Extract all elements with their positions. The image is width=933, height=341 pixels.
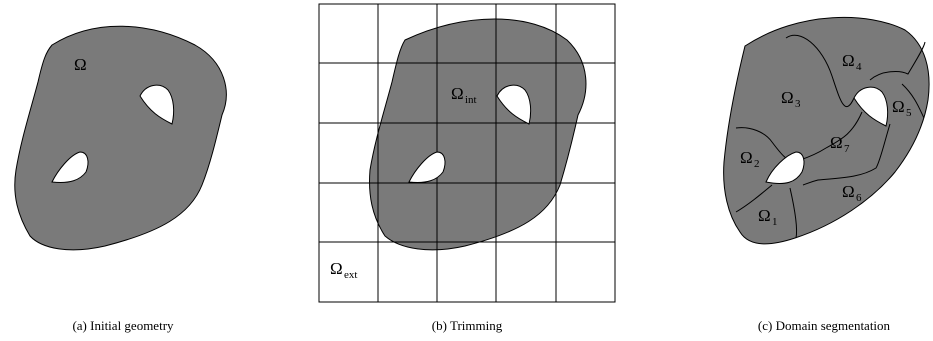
omega-ext-subscript: ext <box>344 269 357 281</box>
panel-a: Ω (a) Initial geometry <box>14 25 227 333</box>
svg-text:4: 4 <box>856 61 862 73</box>
hole-lower <box>408 151 446 183</box>
omega-ext-symbol: Ω <box>330 259 343 278</box>
caption-a: (a) Initial geometry <box>72 318 174 333</box>
background-grid <box>318 3 616 303</box>
svg-text:Ω: Ω <box>781 88 794 107</box>
subdomain-label-1: Ω 1 <box>758 206 778 228</box>
svg-text:Ω: Ω <box>892 97 905 116</box>
svg-text:1: 1 <box>772 216 778 228</box>
omega-int-symbol: Ω <box>451 84 464 103</box>
hole-right <box>853 86 889 127</box>
panel-c: Ω 1 Ω 2 Ω 3 Ω 4 Ω 5 Ω 6 Ω 7 (c) Domain s… <box>723 16 930 333</box>
omega-int-subscript: int <box>465 94 477 106</box>
svg-text:Ω: Ω <box>740 148 753 167</box>
svg-text:3: 3 <box>795 98 801 110</box>
omega-label: Ω <box>74 55 87 74</box>
panel-b: Ω int Ω ext (b) Trimming <box>318 3 616 333</box>
trimmed-region <box>369 18 587 251</box>
subdomain-label-3: Ω 3 <box>781 88 801 110</box>
subdomain-label-4: Ω 4 <box>842 51 862 73</box>
hole-upper <box>496 84 532 125</box>
subdomain-label-5: Ω 5 <box>892 97 912 119</box>
segmented-region <box>723 16 930 245</box>
subdomain-label-2: Ω 2 <box>740 148 760 170</box>
subdomain-label-6: Ω 6 <box>842 182 862 204</box>
svg-text:Ω: Ω <box>842 182 855 201</box>
svg-text:Ω: Ω <box>842 51 855 70</box>
subdomain-label-7: Ω 7 <box>830 133 850 155</box>
svg-text:2: 2 <box>754 158 760 170</box>
svg-text:Ω: Ω <box>830 133 843 152</box>
svg-text:Ω: Ω <box>758 206 771 225</box>
svg-text:5: 5 <box>906 107 912 119</box>
segmentation-boundaries <box>735 34 926 239</box>
caption-c: (c) Domain segmentation <box>758 318 891 333</box>
svg-text:7: 7 <box>844 143 850 155</box>
hole-upper <box>139 84 175 125</box>
hole-center <box>765 151 805 185</box>
caption-b: (b) Trimming <box>432 318 503 333</box>
svg-text:6: 6 <box>856 192 862 204</box>
hole-lower <box>51 151 89 183</box>
initial-geometry-region <box>14 25 227 251</box>
